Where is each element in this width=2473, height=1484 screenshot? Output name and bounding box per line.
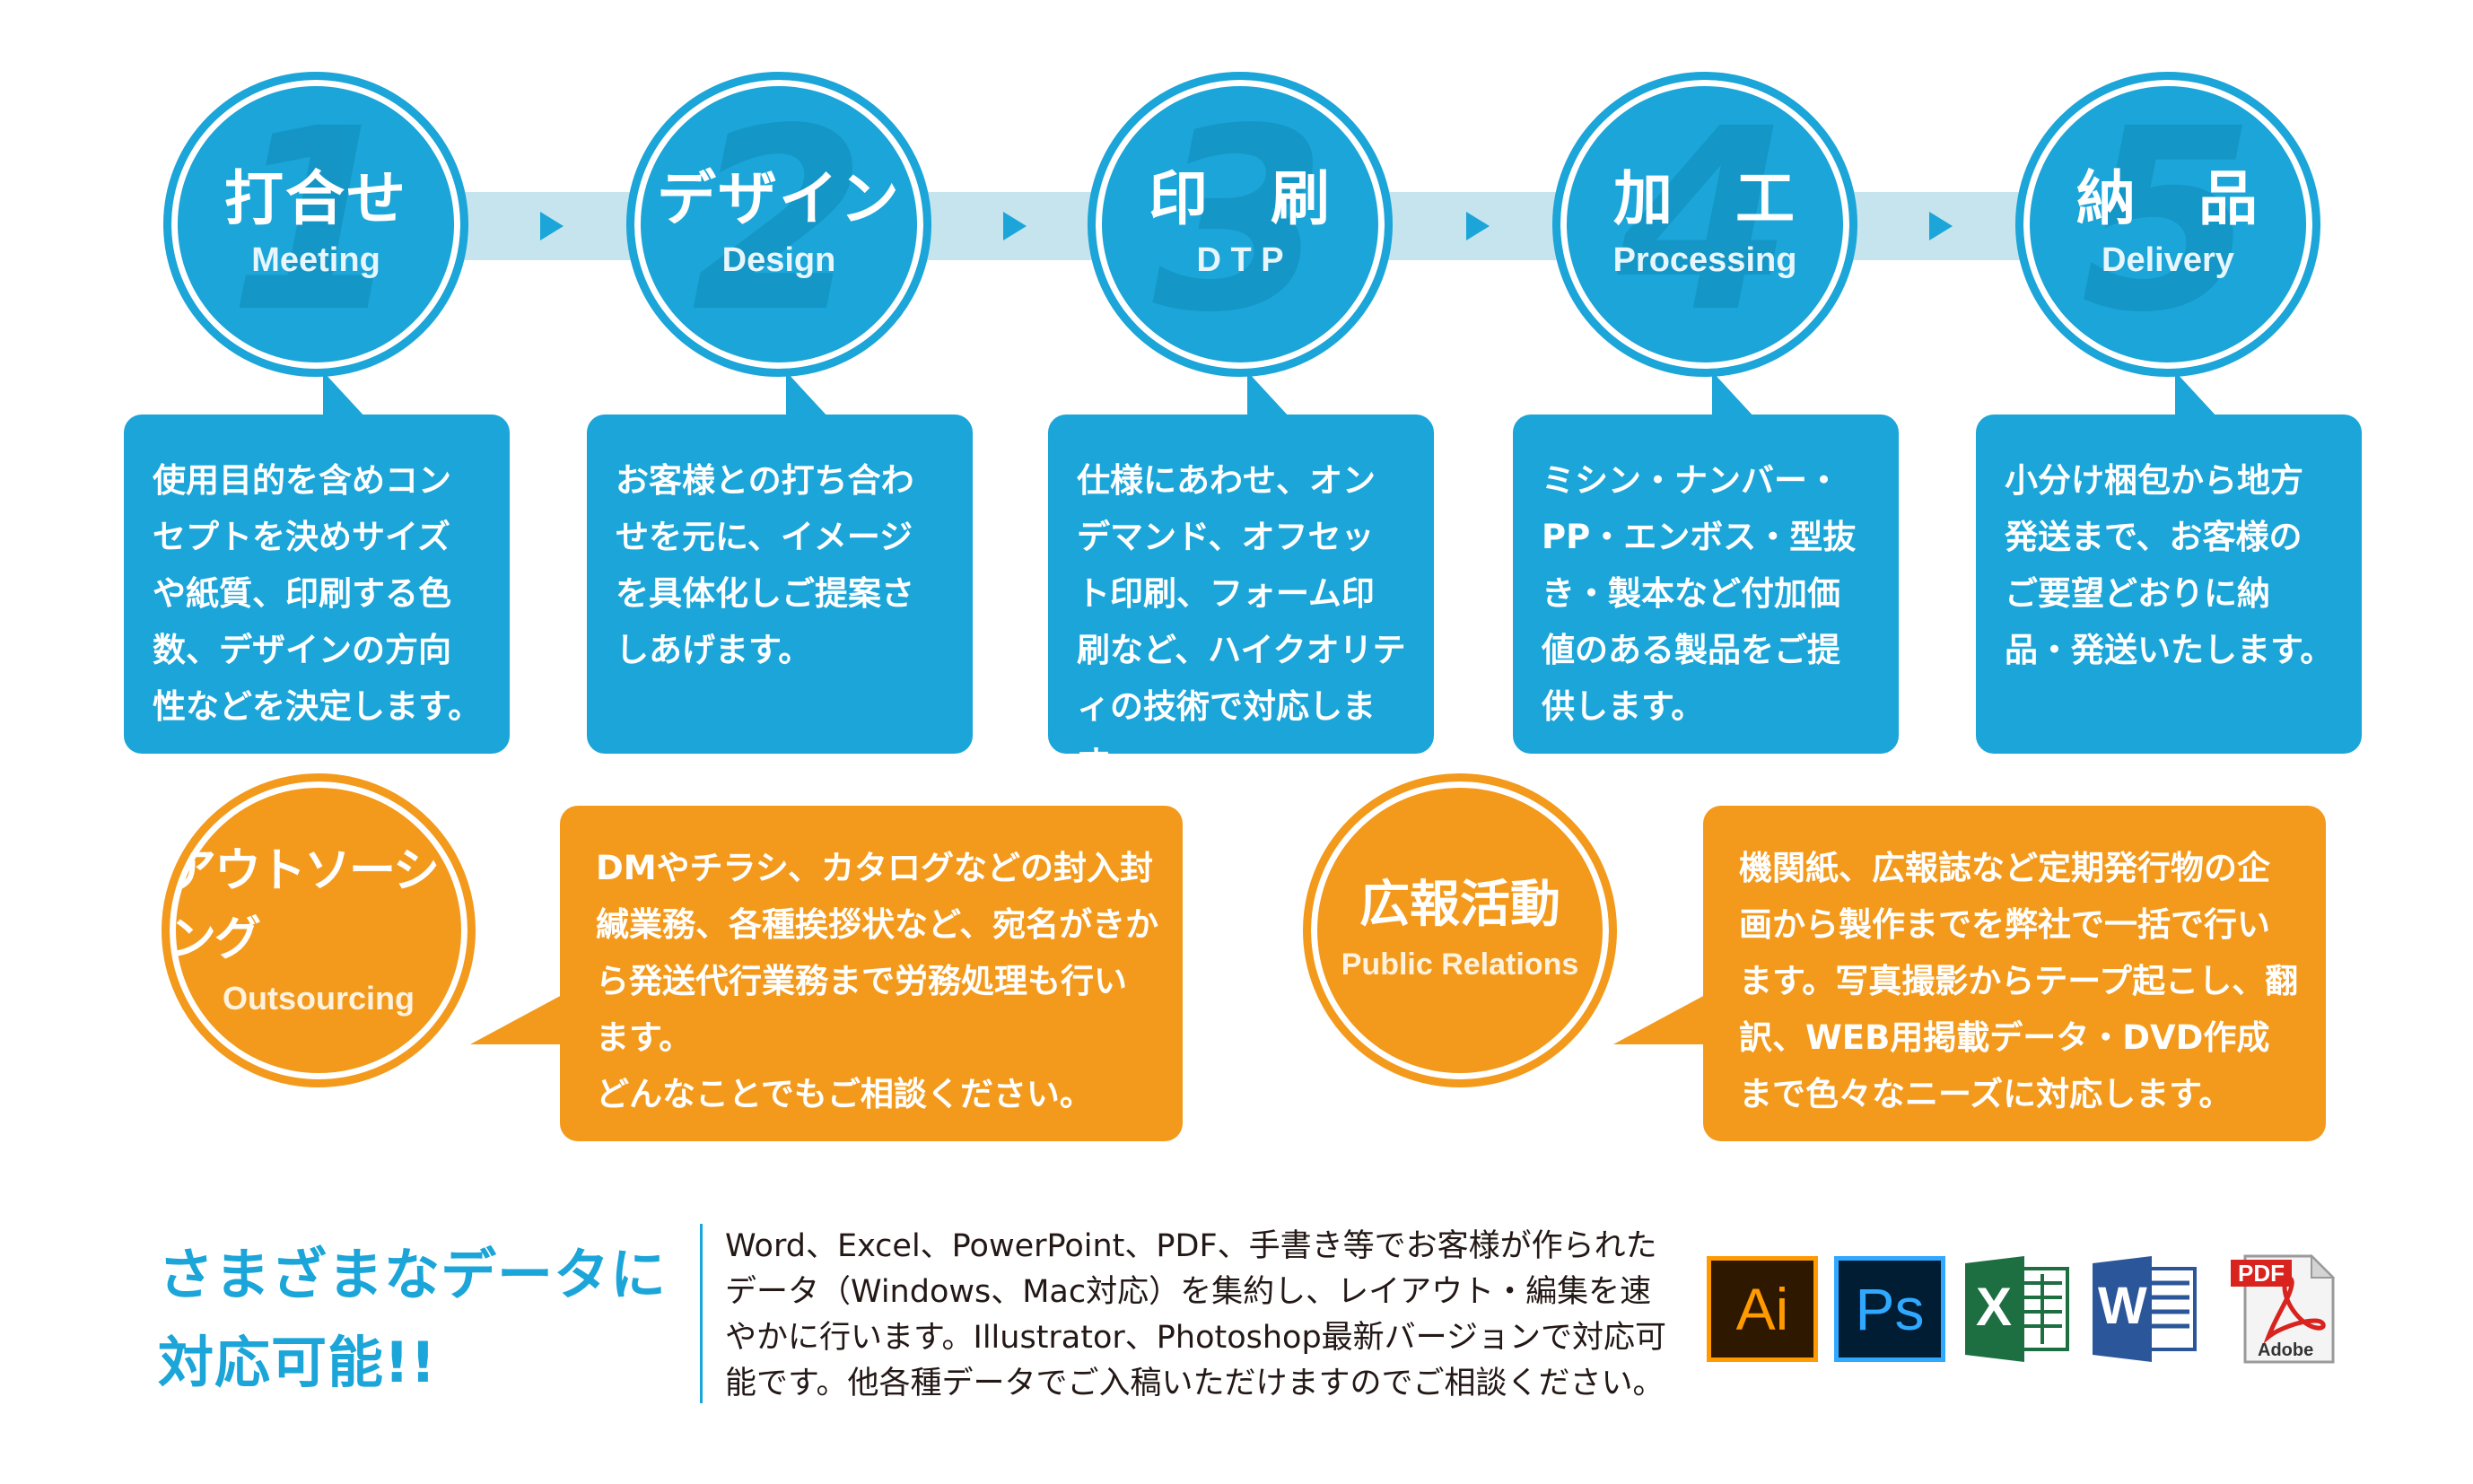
speech-tail	[2175, 371, 2218, 418]
data-support-text: Word、Excel、PowerPoint、PDF、手書き等でお客様が作られたデ…	[725, 1228, 1666, 1401]
speech-tail	[470, 994, 564, 1044]
step-title: 納 品	[2076, 164, 2259, 233]
step-title: 印 刷	[1149, 164, 1332, 233]
step-4-description: ミシン・ナンバー・PP・エンボス・型抜き・製本など付加価値のある製品をご提供しま…	[1513, 371, 1899, 754]
step-3-description: 仕様にあわせ、オンデマンド、オフセット印刷、フォーム印刷など、ハイクオリティの技…	[1048, 371, 1434, 782]
step-description-text: お客様との打ち合わせを元に、イメージを具体化しご提案さしあげます。	[616, 461, 914, 669]
adobe-label: Adobe	[2258, 1340, 2314, 1360]
step-3-circle: 3 印 刷 D T P	[1088, 72, 1393, 377]
excel-icon: X	[1962, 1256, 2073, 1362]
speech-tail	[323, 371, 366, 418]
pdf-icon: PDF Adobe	[2227, 1251, 2344, 1367]
step-2-description: お客様との打ち合わせを元に、イメージを具体化しご提案さしあげます。	[587, 371, 973, 754]
pdf-tag: PDF	[2231, 1260, 2292, 1287]
outsourcing-circle: アウトソーシング Outsourcing	[162, 773, 476, 1087]
step-1-circle: 1 打合せ Meeting	[163, 72, 468, 377]
speech-tail	[1247, 371, 1290, 418]
step-subtitle: D T P	[1196, 241, 1284, 279]
data-support-headline: さまざまなデータに 対応可能!!	[158, 1231, 696, 1407]
step-subtitle: Processing	[1612, 241, 1797, 279]
step-title: 加 工	[1613, 164, 1796, 233]
headline-line-1: さまざまなデータに	[158, 1242, 668, 1307]
headline-line-2: 対応可能!!	[158, 1330, 437, 1395]
step-5-circle: 5 納 品 Delivery	[2015, 72, 2320, 377]
photoshop-label: Ps	[1855, 1276, 1925, 1342]
step-description-text: 小分け梱包から地方発送まで、お客様のご要望どおりに納品・発送いたします。	[2005, 461, 2334, 669]
speech-tail	[786, 371, 829, 418]
step-subtitle: Design	[721, 241, 836, 279]
step-description-text: 仕様にあわせ、オンデマンド、オフセット印刷、フォーム印刷など、ハイクオリティの技…	[1077, 461, 1406, 782]
step-4-circle: 4 加 工 Processing	[1552, 72, 1857, 377]
step-title: 打合せ	[224, 164, 407, 233]
speech-tail	[1613, 994, 1707, 1044]
word-label: W	[2098, 1277, 2147, 1335]
service-subtitle: Outsourcing	[223, 980, 415, 1017]
step-title: デザイン	[657, 164, 901, 233]
step-number: 2	[691, 75, 867, 368]
divider	[700, 1224, 703, 1403]
flow-connector-3	[1375, 192, 1581, 260]
excel-logo-icon	[1965, 1256, 2069, 1362]
arrow-right-icon	[1929, 212, 1953, 240]
service-title: アウトソーシング	[170, 844, 440, 966]
speech-tail	[1712, 371, 1755, 418]
photoshop-icon: Ps	[1834, 1256, 1945, 1362]
service-description-text: 機関紙、広報誌など定期発行物の企画から製作までを弊社で一括で行います。写真撮影か…	[1739, 849, 2299, 1113]
service-description-text: DMやチラシ、カタログなどの封入封緘業務、各種挨拶状など、宛名がきから発送代行業…	[596, 849, 1159, 1113]
flow-connector-4	[1838, 192, 2044, 260]
step-subtitle: Meeting	[251, 241, 380, 279]
step-number: 1	[228, 75, 404, 368]
public-relations-description: 機関紙、広報誌など定期発行物の企画から製作までを弊社で一括で行います。写真撮影か…	[1613, 806, 2326, 1141]
step-1-description: 使用目的を含めコンセプトを決めサイズや紙質、印刷する色数、デザインの方向性などを…	[124, 371, 510, 754]
step-description-text: ミシン・ナンバー・PP・エンボス・型抜き・製本など付加価値のある製品をご提供しま…	[1542, 461, 1857, 726]
word-icon: W	[2089, 1256, 2200, 1362]
service-subtitle: Public Relations	[1341, 947, 1579, 982]
arrow-right-icon	[540, 212, 564, 240]
step-number: 5	[2080, 75, 2256, 368]
illustrator-label: Ai	[1735, 1276, 1789, 1342]
word-logo-icon	[2093, 1256, 2197, 1362]
outsourcing-description: DMやチラシ、カタログなどの封入封緘業務、各種挨拶状など、宛名がきから発送代行業…	[470, 806, 1183, 1141]
step-number: 3	[1152, 75, 1328, 368]
step-5-description: 小分け梱包から地方発送まで、お客様のご要望どおりに納品・発送いたします。	[1976, 371, 2362, 754]
illustrator-icon: Ai	[1707, 1256, 1818, 1362]
excel-label: X	[1976, 1277, 2013, 1337]
arrow-right-icon	[1466, 212, 1490, 240]
step-subtitle: Delivery	[2102, 241, 2234, 279]
public-relations-circle: 広報活動 Public Relations	[1303, 773, 1617, 1087]
service-title: 広報活動	[1359, 876, 1560, 934]
flow-connector-2	[912, 192, 1118, 260]
step-number: 4	[1617, 75, 1793, 368]
step-2-circle: 2 デザイン Design	[626, 72, 931, 377]
step-description-text: 使用目的を含めコンセプトを決めサイズや紙質、印刷する色数、デザインの方向性などを…	[153, 461, 482, 726]
flow-connector-1	[449, 192, 655, 260]
arrow-right-icon	[1003, 212, 1027, 240]
